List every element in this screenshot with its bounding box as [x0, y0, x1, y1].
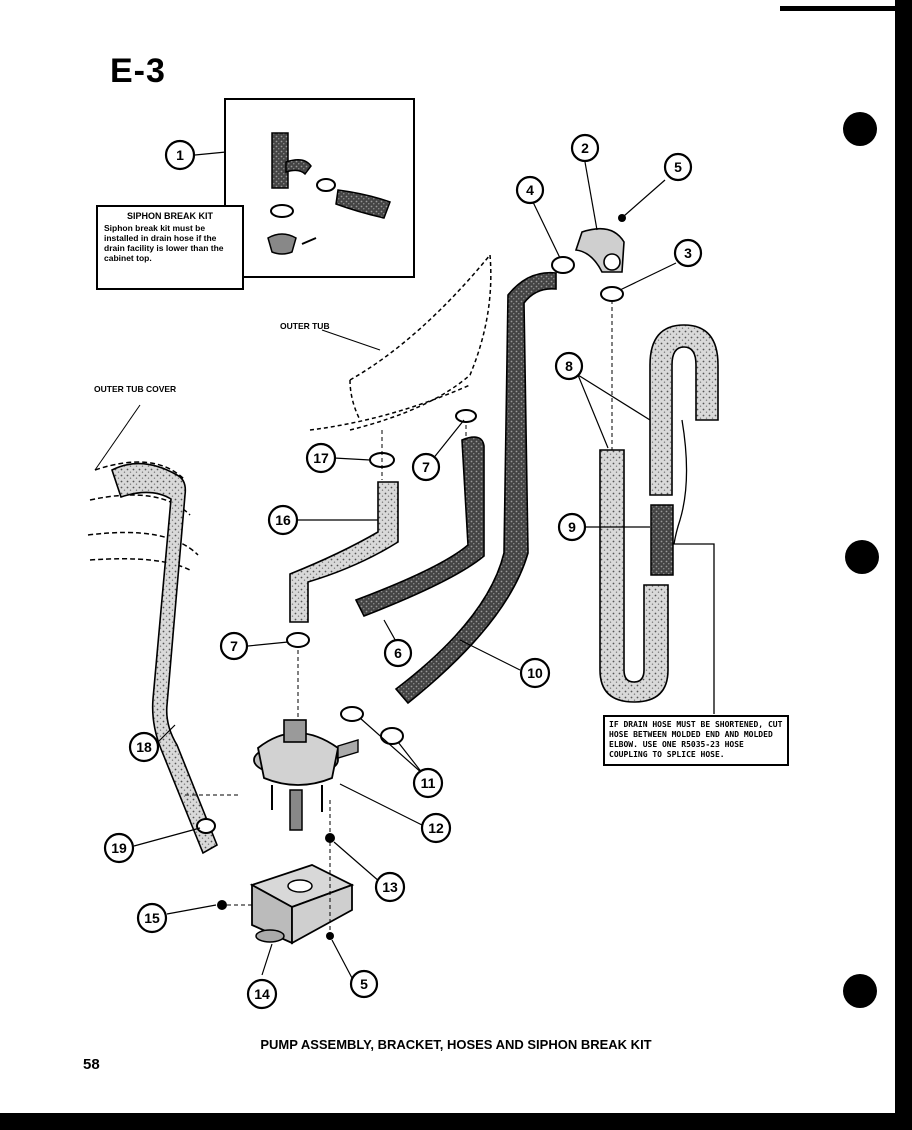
callout-17: 17	[305, 442, 337, 474]
fill-hose	[289, 481, 399, 623]
scan-border-top	[780, 6, 895, 11]
callout-18: 18	[128, 731, 160, 763]
clamp-icon	[380, 727, 404, 745]
callout-5-lower: 5	[349, 969, 379, 999]
callout-number: 3	[684, 245, 692, 261]
outer-tub-outline	[309, 254, 492, 431]
callout-10: 10	[519, 657, 551, 689]
callout-15: 15	[136, 902, 168, 934]
outer-tub-cover-label: OUTER TUB COVER	[94, 384, 177, 394]
binder-hole-icon	[843, 112, 877, 146]
drain-hose-upper	[649, 324, 719, 496]
diagram-caption: PUMP ASSEMBLY, BRACKET, HOSES AND SIPHON…	[260, 1037, 652, 1052]
page-code: E-3	[110, 52, 166, 90]
outer-tub-label: OUTER TUB	[280, 321, 330, 331]
scan-border-bottom	[0, 1113, 912, 1130]
callout-number: 12	[428, 820, 444, 836]
callout-number: 15	[144, 910, 160, 926]
screw-icon	[217, 900, 227, 910]
callout-number: 10	[527, 665, 543, 681]
callout-1: 1	[164, 139, 196, 171]
callout-number: 5	[360, 976, 368, 992]
callout-7-lower: 7	[219, 631, 249, 661]
callout-7-upper: 7	[411, 452, 441, 482]
callout-number: 2	[581, 140, 589, 156]
callout-3: 3	[673, 238, 703, 268]
callout-number: 6	[394, 645, 402, 661]
clip-icon	[196, 818, 216, 834]
siphon-kit-box: SIPHON BREAK KIT Siphon break kit must b…	[96, 205, 244, 290]
callout-leaders	[133, 151, 677, 979]
callout-13: 13	[374, 871, 406, 903]
binder-hole-icon	[843, 974, 877, 1008]
shorten-hose-note: IF DRAIN HOSE MUST BE SHORTENED, CUT HOS…	[603, 715, 789, 766]
screw-icon	[325, 833, 335, 843]
assembly-lines	[185, 300, 613, 940]
clamp-icon	[286, 632, 310, 648]
screw-icon	[326, 932, 334, 940]
callout-number: 4	[526, 182, 534, 198]
callout-number: 19	[111, 840, 127, 856]
note-bracket	[673, 419, 715, 714]
drain-hose-lower	[599, 449, 669, 703]
callout-number: 5	[674, 159, 682, 175]
callout-19: 19	[103, 832, 135, 864]
callout-8: 8	[554, 351, 584, 381]
hose-coupling	[650, 504, 674, 576]
callout-11: 11	[412, 767, 444, 799]
clamp-icon	[551, 256, 575, 274]
pump-assembly	[253, 719, 359, 831]
callout-number: 7	[422, 459, 430, 475]
callout-number: 8	[565, 358, 573, 374]
vent-tube	[111, 462, 219, 855]
binder-hole-icon	[845, 540, 879, 574]
siphon-kit-title: SIPHON BREAK KIT	[126, 211, 213, 221]
callout-number: 17	[313, 450, 329, 466]
callout-4: 4	[515, 175, 545, 205]
callout-2: 2	[570, 133, 600, 163]
siphon-kit-inset	[224, 98, 415, 278]
callout-number: 16	[275, 512, 291, 528]
callout-16: 16	[267, 504, 299, 536]
callout-12: 12	[420, 812, 452, 844]
callout-6: 6	[383, 638, 413, 668]
outer-tub-leader	[321, 329, 381, 351]
siphon-elbow	[574, 227, 625, 273]
callout-number: 18	[136, 739, 152, 755]
callout-number: 14	[254, 986, 270, 1002]
callout-bubbles: 1 2 5 4 3 8 9 17 7 16 7 6 10 18 11 12 19…	[103, 133, 703, 1010]
outer-tub-cover-leader	[94, 404, 141, 471]
scan-border-right	[895, 0, 912, 1130]
clamp-icon	[340, 706, 364, 722]
connector-hose	[354, 436, 485, 618]
callout-9: 9	[557, 512, 587, 542]
callout-14: 14	[246, 978, 278, 1010]
callout-number: 11	[421, 775, 436, 791]
callout-number: 13	[382, 879, 398, 895]
callout-number: 9	[568, 519, 576, 535]
pump-bracket	[249, 864, 355, 945]
callout-number: 7	[230, 638, 238, 654]
clamp-icon	[600, 286, 624, 302]
drain-hose	[394, 271, 557, 705]
siphon-kit-text: Siphon break kit must be installed in dr…	[104, 223, 224, 263]
callout-number: 1	[176, 147, 184, 163]
clamp-icon	[455, 409, 477, 423]
callout-5: 5	[663, 152, 693, 182]
page-number: 58	[83, 1056, 100, 1073]
